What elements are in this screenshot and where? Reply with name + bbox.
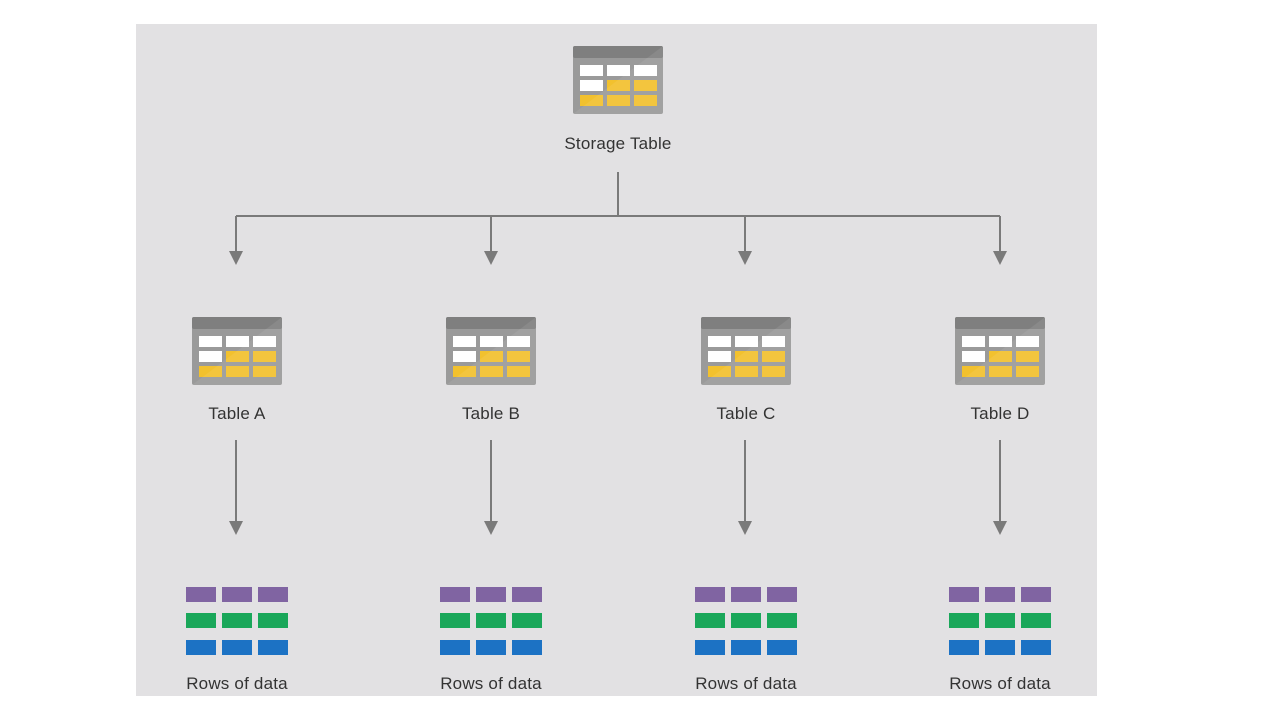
rows-b-label: Rows of data [440,674,542,693]
table-d-icon [955,317,1045,385]
table-a-label: Table A [208,404,266,423]
rows-a-icon [186,587,288,655]
rows-c-label: Rows of data [695,674,797,693]
diagram-background [136,24,1097,696]
table-c-label: Table C [716,404,776,423]
storage-table-label: Storage Table [564,134,672,153]
rows-a-label: Rows of data [186,674,288,693]
table-d-label: Table D [970,404,1030,423]
rows-d-label: Rows of data [949,674,1051,693]
storage-table-icon [573,46,663,114]
rows-d-icon [949,587,1051,655]
table-c-icon [701,317,791,385]
table-a-icon [192,317,282,385]
table-b-label: Table B [461,404,521,423]
table-b-icon [446,317,536,385]
rows-c-icon [695,587,797,655]
rows-b-icon [440,587,542,655]
